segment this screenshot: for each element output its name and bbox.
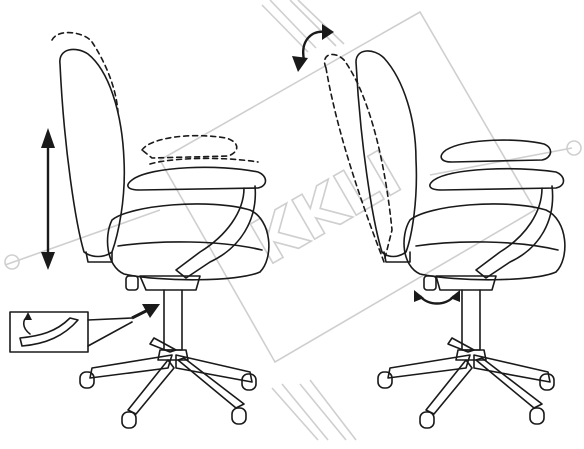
gas-lift xyxy=(163,289,183,351)
casters xyxy=(377,371,555,429)
backrest xyxy=(59,48,126,258)
seat xyxy=(106,203,270,281)
backrest-tilted-outline xyxy=(323,53,393,263)
seat xyxy=(403,203,566,281)
lever-pointer-arrow xyxy=(131,304,160,320)
seat-mechanism xyxy=(435,275,497,291)
armrest-support xyxy=(475,185,554,279)
armrest xyxy=(440,139,552,163)
armrest-lower xyxy=(429,167,565,191)
chair-base xyxy=(89,337,253,415)
vertical-adjust-arrow xyxy=(41,128,55,270)
backrest xyxy=(355,50,418,258)
rotation-arrow xyxy=(414,290,460,305)
armrest-raised-outline-2 xyxy=(149,157,259,165)
tilt-adjust-arrow xyxy=(292,24,334,72)
backrest-base xyxy=(85,251,113,263)
seat-mechanism xyxy=(139,275,201,291)
backrest-raised-outline xyxy=(51,31,119,113)
watermark-text: KKLI xyxy=(239,136,413,279)
armrest-raised-outline xyxy=(141,134,238,159)
armrest xyxy=(127,166,267,191)
tension-knob xyxy=(423,275,437,291)
right-chair-figure xyxy=(323,50,566,429)
gas-lift xyxy=(461,289,481,351)
seat-seam xyxy=(117,241,263,251)
tension-knob xyxy=(125,275,139,291)
casters xyxy=(79,371,257,429)
chair-base xyxy=(387,337,551,415)
left-chair-figure xyxy=(9,31,270,429)
backrest-base xyxy=(383,251,411,263)
lever-detail-callout xyxy=(9,311,133,353)
armrest-support xyxy=(175,185,257,279)
